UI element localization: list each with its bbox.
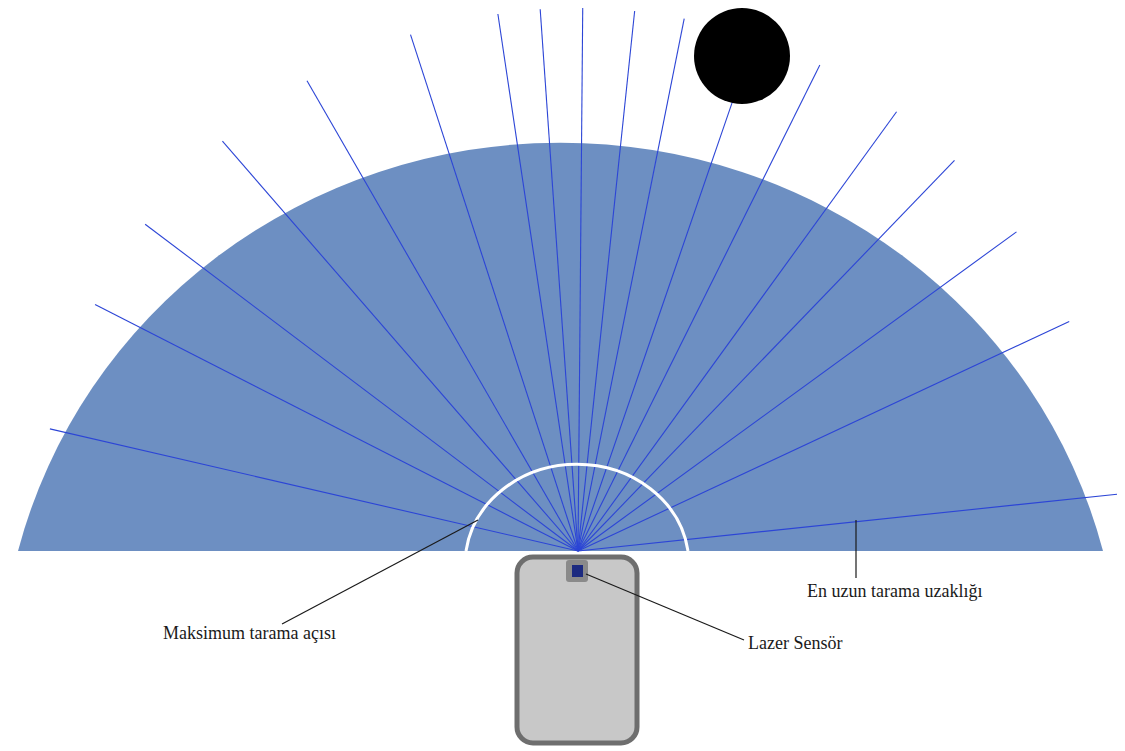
label-text: En uzun tarama uzaklığı	[807, 582, 982, 602]
scan-ray	[540, 9, 578, 551]
scan-ray	[578, 112, 897, 551]
scan-ray	[411, 35, 578, 551]
scan-ray	[307, 81, 578, 551]
scan-ray	[578, 19, 684, 551]
scan-ray	[50, 429, 578, 551]
leader-line	[855, 520, 856, 578]
label-text: Maksimum tarama açısı	[163, 624, 336, 644]
scan-ray	[578, 160, 955, 551]
leader-line	[586, 574, 744, 640]
scan-ray	[578, 65, 820, 551]
scan-ray	[578, 8, 583, 551]
scan-ray	[578, 11, 635, 551]
scan-ray	[145, 224, 578, 551]
max-angle-arc	[466, 464, 688, 551]
scan-ray	[222, 141, 578, 551]
scan-ray	[95, 304, 578, 551]
robot-body	[517, 557, 637, 743]
laser-sensor-housing	[566, 560, 588, 582]
leader-line	[282, 520, 478, 624]
scan-fan	[18, 143, 1103, 551]
label-text: Lazer Sensör	[748, 634, 842, 654]
scan-ray	[578, 232, 1016, 551]
obstacle	[694, 8, 790, 104]
laser-sensor	[572, 565, 583, 577]
scan-ray	[578, 494, 1117, 551]
scan-ray	[578, 322, 1069, 551]
scan-rays	[50, 8, 1117, 551]
